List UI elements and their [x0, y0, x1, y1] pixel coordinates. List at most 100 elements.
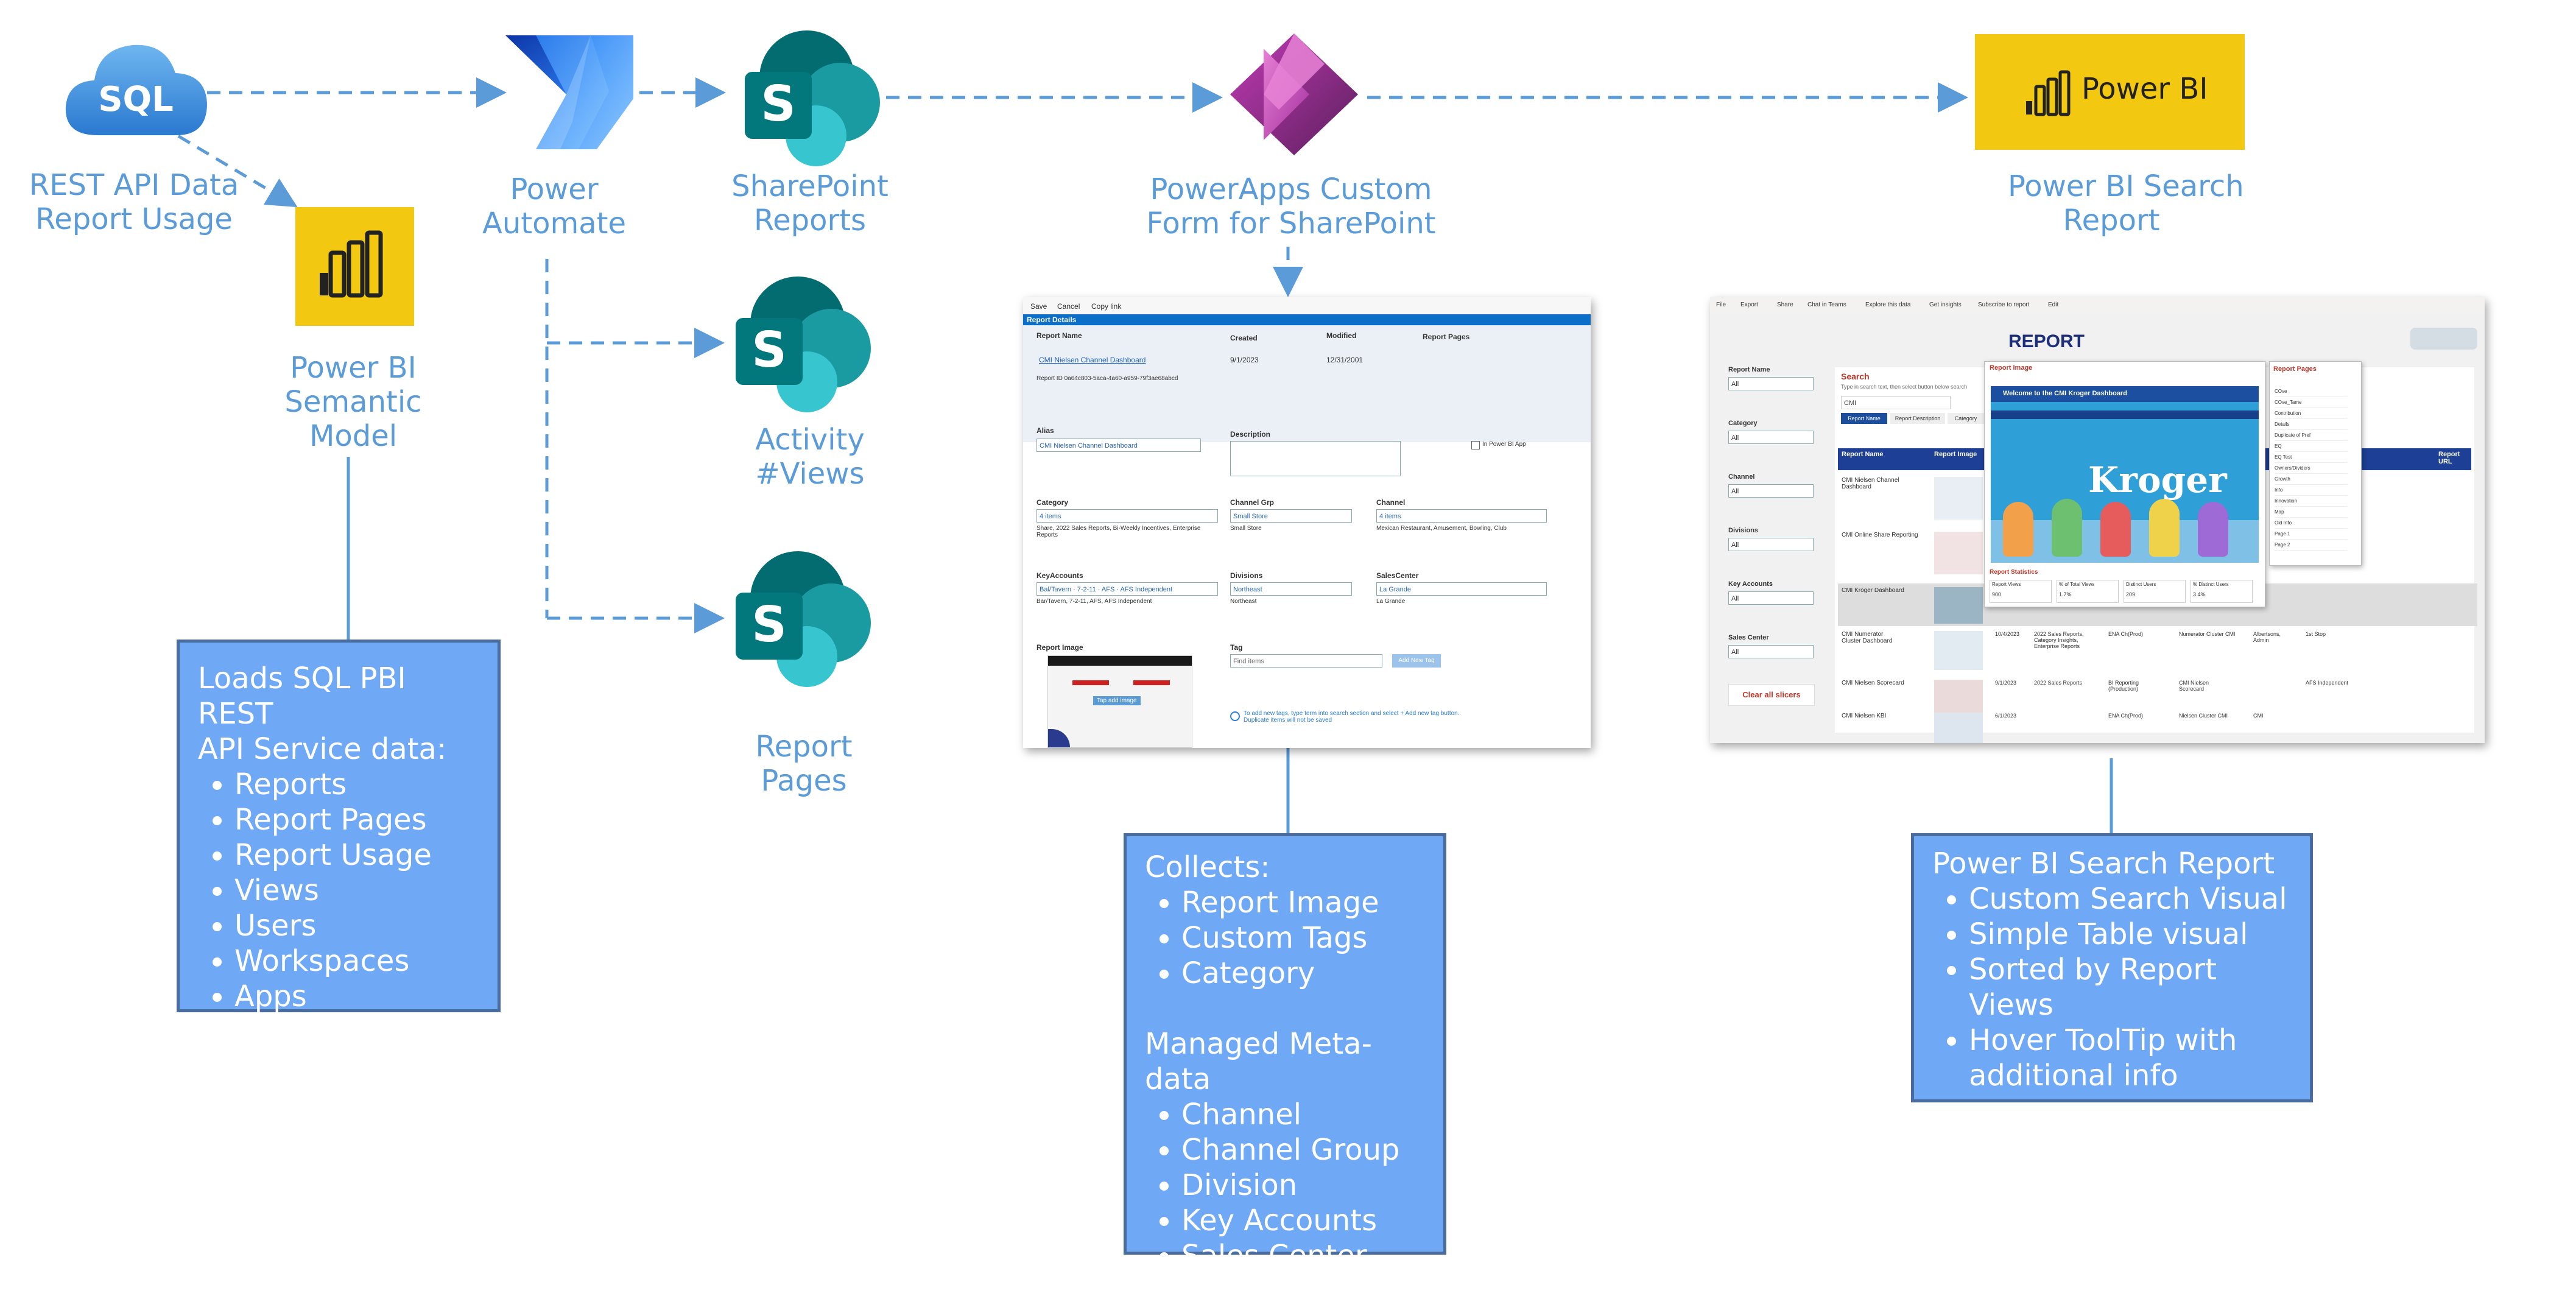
- slicer-channel[interactable]: All: [1728, 484, 1814, 498]
- key-accounts-label: KeyAccounts: [1036, 571, 1083, 580]
- stat-value: 209: [2126, 591, 2135, 597]
- table-row[interactable]: CMI Nielsen KBI 6/1/2023 ENA Ch(Prod) Ni…: [1838, 713, 2471, 743]
- form-cancel-button[interactable]: Cancel: [1057, 302, 1080, 311]
- form-copy-link-button[interactable]: Copy link: [1091, 302, 1121, 311]
- search-tab-description[interactable]: Report Description: [1890, 413, 1945, 424]
- modified-label: Modified: [1326, 331, 1356, 340]
- power-automate-line1: Power: [451, 172, 658, 206]
- slicer-key-accounts-label: Key Accounts: [1728, 580, 1773, 588]
- row-accounts: CMI: [2253, 713, 2264, 719]
- power-automate-icon: [499, 30, 639, 152]
- report-title: REPORT: [2008, 331, 2085, 352]
- tooltip-image-title: Report Image: [1990, 364, 2032, 372]
- powerapps-note-item: Key Accounts: [1181, 1203, 1425, 1238]
- alias-label: Alias: [1036, 426, 1054, 435]
- col-report-name[interactable]: Report Name: [1842, 451, 1883, 458]
- sharepoint-icon-reports: S: [740, 29, 886, 166]
- clear-slicers-button[interactable]: Clear all slicers: [1728, 684, 1815, 706]
- sharepoint-reports-line1: SharePoint: [706, 169, 913, 203]
- form-save-button[interactable]: Save: [1030, 302, 1047, 311]
- col-report-url[interactable]: Report URL: [2438, 451, 2463, 465]
- toolbar-chat[interactable]: Chat in Teams: [1807, 301, 1846, 308]
- report-pages-label: Report Pages: [700, 730, 907, 798]
- search-note-item-line: Hover ToolTip with: [1969, 1023, 2237, 1057]
- row-channel: AFS Independent: [2306, 680, 2348, 686]
- toolbar-subscribe[interactable]: Subscribe to report: [1978, 301, 2030, 308]
- powerapps-note-list2: Channel Channel Group Division Key Accou…: [1145, 1097, 1425, 1274]
- row-group: CMI Nielsen Scorecard: [2179, 680, 2228, 692]
- channel-label: Channel: [1376, 498, 1405, 507]
- semantic-model-line1: Power BI: [244, 351, 463, 385]
- row-name: CMI Nielsen KBI: [1842, 713, 1886, 719]
- kroger-brand-text: Kroger: [2088, 459, 2227, 501]
- report-image-label: Report Image: [1036, 643, 1083, 652]
- toolbar-explore[interactable]: Explore this data: [1865, 301, 1911, 308]
- category-dropdown[interactable]: 4 items: [1036, 509, 1218, 523]
- report-name-value[interactable]: CMI Nielsen Channel Dashboard: [1039, 356, 1145, 364]
- created-label: Created: [1230, 334, 1258, 342]
- tap-add-image-button[interactable]: Tap add image: [1093, 696, 1141, 705]
- powerapps-line2: Form for SharePoint: [1145, 206, 1437, 241]
- slicer-divisions[interactable]: All: [1728, 538, 1814, 551]
- row-name: CMI Online Share Reporting: [1842, 532, 1927, 538]
- tooltip-page-item: Details: [2275, 419, 2348, 430]
- description-input[interactable]: [1230, 441, 1401, 476]
- divisions-dropdown[interactable]: Northeast: [1230, 582, 1352, 596]
- col-report-image[interactable]: Report Image: [1934, 451, 1977, 458]
- powerapps-note-list1: Report Image Custom Tags Category: [1145, 885, 1425, 991]
- semantic-model-logo: [295, 207, 414, 326]
- sql-label: REST API Data Report Usage: [24, 168, 244, 236]
- sql-label-line2: Report Usage: [24, 202, 244, 236]
- row-date: 10/4/2023: [1995, 631, 2019, 637]
- powerapps-note-item: Division: [1181, 1168, 1425, 1203]
- table-row[interactable]: CMI Nielsen Scorecard 9/1/2023 2022 Sale…: [1838, 680, 2471, 716]
- search-note: Power BI Search Report Custom Search Vis…: [1911, 833, 2313, 1102]
- in-app-checkbox[interactable]: [1471, 441, 1480, 449]
- row-name: CMI Nielsen Scorecard: [1842, 680, 1904, 686]
- search-tab-category[interactable]: Category: [1948, 413, 1984, 424]
- tag-search-input[interactable]: Find items: [1230, 654, 1382, 668]
- form-section-title: Report Details: [1027, 315, 1076, 324]
- stat-value: 900: [1992, 591, 2001, 597]
- toolbar-export[interactable]: Export: [1740, 301, 1758, 308]
- toolbar-insights[interactable]: Get insights: [1929, 301, 1962, 308]
- tooltip-page-item: Contribution: [2275, 408, 2348, 419]
- search-tab-report-name[interactable]: Report Name: [1841, 413, 1887, 424]
- sharepoint-reports-line2: Reports: [706, 203, 913, 238]
- channel-dropdown[interactable]: 4 items: [1376, 509, 1547, 523]
- report-pages-field-label: Report Pages: [1423, 333, 1469, 341]
- tooltip-page-item: Page 2: [2275, 540, 2348, 551]
- toolbar-share[interactable]: Share: [1777, 301, 1793, 308]
- key-accounts-dropdown[interactable]: Bal/Tavern · 7-2-11 · AFS · AFS Independ…: [1036, 582, 1218, 596]
- toolbar-file[interactable]: File: [1716, 301, 1726, 308]
- slicer-key-accounts[interactable]: All: [1728, 591, 1814, 605]
- powerapps-note-heading1: Collects:: [1145, 850, 1425, 885]
- channel-grp-dropdown[interactable]: Small Store: [1230, 509, 1352, 523]
- power-bi-logo-text: Power BI: [2082, 72, 2208, 106]
- slicer-sales-center[interactable]: All: [1728, 645, 1814, 658]
- power-bi-icon: [295, 207, 414, 326]
- row-date: 9/1/2023: [1995, 680, 2016, 686]
- slicer-category[interactable]: All: [1728, 431, 1814, 444]
- sql-note-item: Report Pages: [234, 802, 479, 837]
- search-report-line2: Report: [2008, 203, 2215, 238]
- slicer-panel: Report Name All Category All Channel All…: [1722, 361, 1820, 727]
- slicer-report-name[interactable]: All: [1728, 377, 1814, 390]
- semantic-model-line2: Semantic: [244, 385, 463, 419]
- tooltip-page-item: Old Info: [2275, 518, 2348, 529]
- search-input[interactable]: CMI: [1841, 396, 1951, 409]
- sharepoint-icon-activity: S: [731, 275, 877, 412]
- row-channel: 1st Stop: [2306, 631, 2326, 637]
- row-owner: ENA Ch(Prod): [2108, 713, 2143, 719]
- add-new-tag-button[interactable]: Add New Tag: [1392, 654, 1441, 668]
- row-name: CMI Nielsen Channel Dashboard: [1842, 477, 1921, 490]
- toolbar-edit[interactable]: Edit: [2048, 301, 2058, 308]
- table-row[interactable]: CMI Numerator Cluster Dashboard 10/4/202…: [1838, 631, 2471, 674]
- power-automate-label: Power Automate: [451, 172, 658, 241]
- tooltip-page-item: Growth: [2275, 474, 2348, 485]
- sql-cloud-icon: SQL: [61, 38, 210, 141]
- sales-center-dropdown[interactable]: La Grande: [1376, 582, 1547, 596]
- category-label: Category: [1036, 498, 1068, 507]
- alias-input[interactable]: CMI Nielsen Channel Dashboard: [1036, 439, 1201, 452]
